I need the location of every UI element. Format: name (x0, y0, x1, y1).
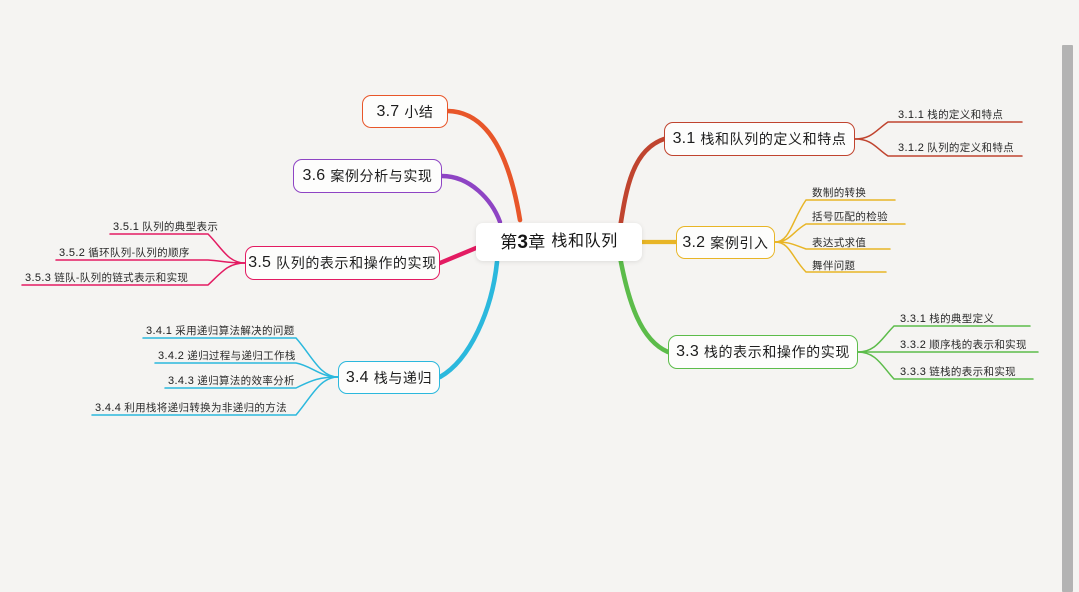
root-node-title: 栈和队列 (551, 233, 618, 250)
leaf-label-3-4-1: 采用递归算法解决的问题 (175, 325, 295, 337)
leaf-label-3-1-1: 栈的定义和特点 (927, 109, 1004, 121)
leaf-label-3-4-3: 递归算法的效率分析 (197, 375, 295, 387)
leaf-label-3-4-4: 利用栈将递归转换为非递归的方法 (124, 402, 287, 414)
leaf-label-3-4-2: 递归过程与递归工作栈 (187, 350, 296, 362)
leaf-label-3-3-3: 链栈的表示和实现 (929, 366, 1017, 378)
leaf-3-2-3[interactable]: 表达式求值 (812, 238, 866, 249)
branch-num-3-1: 3.1 (672, 130, 696, 147)
leaf-3-2-4[interactable]: 舞伴问题 (812, 261, 855, 272)
leaf-num-3-3-2: 3.3.2 (900, 339, 927, 351)
leaf-num-3-3-1: 3.3.1 (900, 313, 927, 325)
branch-node-3-1[interactable]: 3.1 栈和队列的定义和特点 (664, 122, 855, 156)
branch-label-3-6: 案例分析与实现 (330, 168, 433, 184)
leaf-num-3-1-2: 3.1.2 (898, 142, 925, 154)
leaf-num-3-4-3: 3.4.3 (168, 375, 195, 387)
leaf-label-3-3-1: 栈的典型定义 (929, 313, 995, 325)
leaf-label-3-2-3: 表达式求值 (812, 237, 867, 249)
leaf-num-3-5-1: 3.5.1 (113, 221, 140, 233)
branch-label-3-3: 栈的表示和操作的实现 (703, 344, 850, 360)
leaf-num-3-5-3: 3.5.3 (25, 272, 52, 284)
branch-node-3-6[interactable]: 3.6 案例分析与实现 (293, 159, 442, 193)
leaf-label-3-2-2: 括号匹配的检验 (812, 211, 888, 223)
branch-num-3-6: 3.6 (302, 167, 326, 184)
branch-node-3-5[interactable]: 3.5 队列的表示和操作的实现 (245, 246, 440, 280)
branch-label-3-1: 栈和队列的定义和特点 (700, 131, 847, 147)
leaf-num-3-4-1: 3.4.1 (146, 325, 173, 337)
branch-label-3-7: 小结 (404, 103, 434, 120)
leaf-label-3-3-2: 顺序栈的表示和实现 (929, 339, 1027, 351)
branch-label-3-4: 栈与递归 (373, 369, 433, 386)
leaf-3-2-1[interactable]: 数制的转换 (812, 188, 866, 199)
branch-label-3-5: 队列的表示和操作的实现 (276, 255, 437, 271)
branch-num-3-2: 3.2 (682, 233, 706, 251)
branch-node-3-3[interactable]: 3.3 栈的表示和操作的实现 (668, 335, 858, 369)
leaf-label-3-5-1: 队列的典型表示 (142, 221, 219, 233)
vertical-scrollbar-thumb[interactable] (1062, 45, 1073, 592)
leaf-num-3-1-1: 3.1.1 (898, 109, 925, 121)
leaf-num-3-4-2: 3.4.2 (158, 350, 185, 362)
leaf-label-3-2-1: 数制的转换 (812, 187, 867, 199)
leaf-3-2-2[interactable]: 括号匹配的检验 (812, 212, 888, 223)
root-node-chapter: 第3章 (500, 231, 546, 253)
branch-node-3-2[interactable]: 3.2 案例引入 (676, 226, 775, 259)
leaf-num-3-5-2: 3.5.2 (59, 247, 86, 259)
leaf-label-3-1-2: 队列的定义和特点 (927, 142, 1015, 154)
branch-num-3-5: 3.5 (248, 254, 272, 271)
branch-node-3-4[interactable]: 3.4 栈与递归 (338, 361, 440, 394)
leaf-label-3-5-2: 循环队列-队列的顺序 (88, 247, 190, 259)
branch-num-3-7: 3.7 (376, 102, 400, 120)
leaf-num-3-3-3: 3.3.3 (900, 366, 927, 378)
branch-num-3-3: 3.3 (676, 343, 699, 360)
leaf-label-3-5-3: 链队-队列的链式表示和实现 (54, 272, 189, 284)
leaf-label-3-2-4: 舞伴问题 (812, 260, 856, 272)
leaf-num-3-4-4: 3.4.4 (95, 402, 122, 414)
branch-node-3-7[interactable]: 3.7 小结 (362, 95, 448, 128)
branch-label-3-2: 案例引入 (710, 234, 769, 251)
root-node[interactable]: 第3章 栈和队列 (476, 223, 642, 261)
branch-num-3-4: 3.4 (345, 368, 369, 386)
